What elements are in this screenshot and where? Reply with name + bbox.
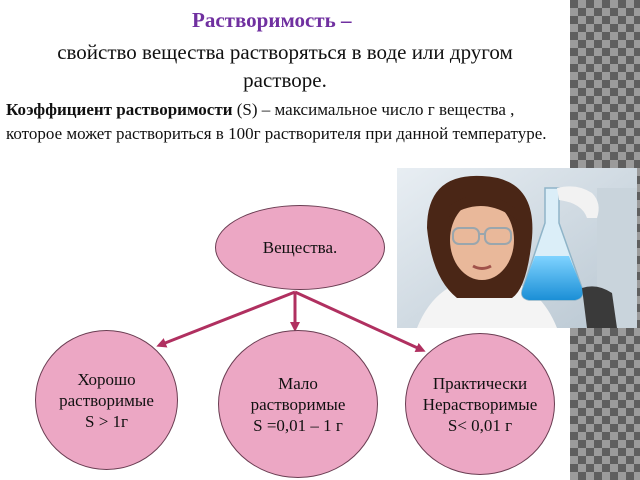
root-node-substances: Вещества. <box>215 205 385 290</box>
node-well-soluble: Хорошо растворимые S > 1г <box>35 330 178 470</box>
subtitle-line-2: растворе. <box>243 68 327 92</box>
node-insoluble-line-3: S< 0,01 г <box>447 415 513 435</box>
node-well-soluble-line-3: S > 1г <box>84 411 128 431</box>
node-slightly-soluble-line-1: Мало <box>278 373 318 393</box>
root-node-label: Вещества. <box>262 238 338 257</box>
node-well-soluble-line-2: растворимые <box>59 390 154 410</box>
node-insoluble-line-1: Практически <box>432 373 528 393</box>
photo-illustration <box>397 168 637 328</box>
node-slightly-soluble: Мало растворимые S =0,01 – 1 г <box>218 330 378 478</box>
node-well-soluble-line-1: Хорошо <box>77 369 136 389</box>
definition-text: (S) – максимальное число г вещества , ко… <box>6 100 547 143</box>
node-insoluble-line-2: Нерастворимые <box>422 394 538 414</box>
node-slightly-soluble-line-3: S =0,01 – 1 г <box>253 415 343 435</box>
solubility-coefficient-definition: Коэффициент растворимости (S) – максимал… <box>6 98 562 146</box>
subtitle-line-1: свойство вещества растворяться в воде ил… <box>57 40 513 64</box>
scientist-with-flask-photo <box>397 168 637 328</box>
slide-subtitle: свойство вещества растворяться в воде ил… <box>0 38 570 94</box>
node-slightly-soluble-line-2: растворимые <box>250 394 346 414</box>
slide-title: Растворимость – <box>192 8 352 32</box>
definition-term: Коэффициент растворимости <box>6 100 233 119</box>
node-practically-insoluble: Практически Нерастворимые S< 0,01 г <box>405 333 555 475</box>
